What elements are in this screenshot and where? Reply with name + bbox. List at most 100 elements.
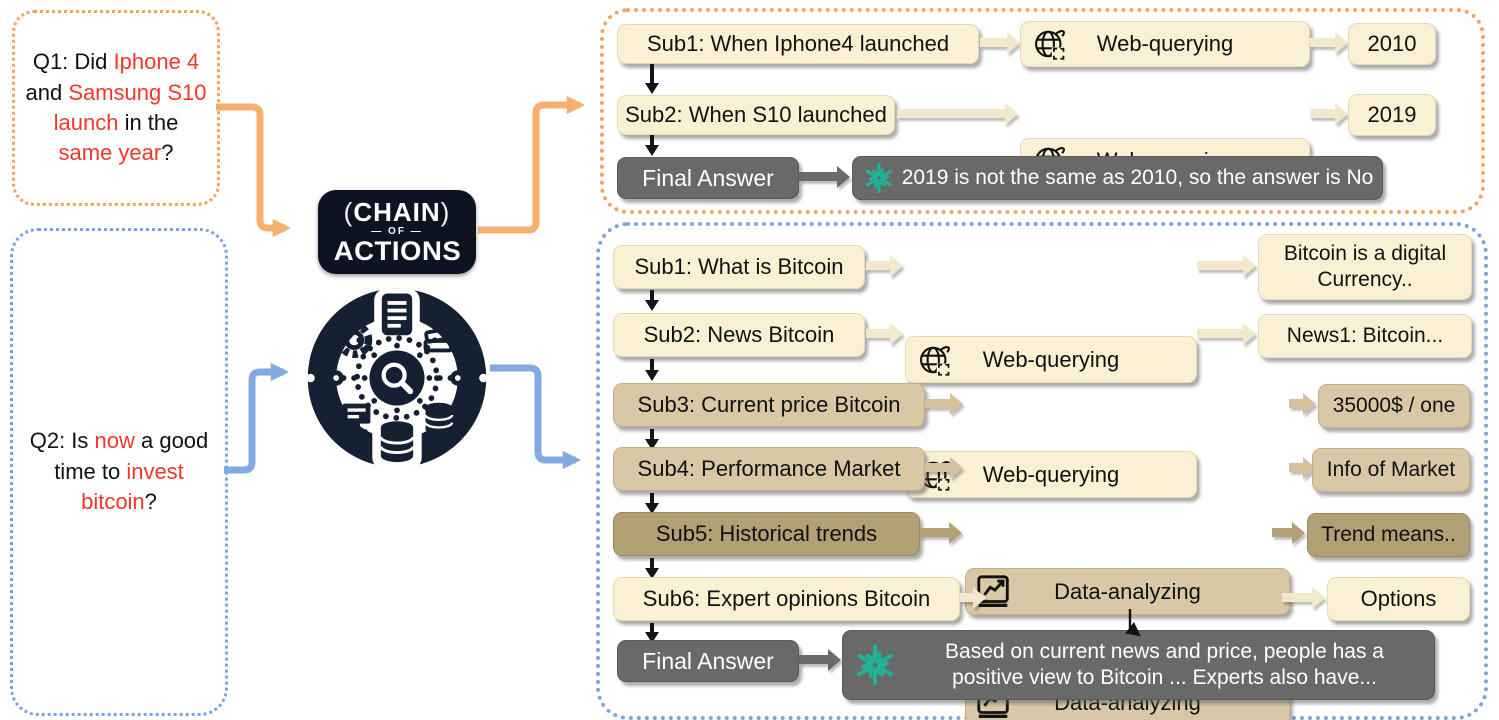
top-result2-box: 2019 — [1348, 94, 1436, 136]
logo-line2: OF — [371, 226, 422, 237]
question2-box: Q2: Is now a good time to invest bitcoin… — [10, 228, 228, 716]
top-final-answer-box: 2019 is not the same as 2010, so the ans… — [852, 156, 1383, 200]
bottom-sub3-box: Sub3: Current price Bitcoin — [613, 383, 925, 427]
flow-arrow — [897, 102, 1018, 125]
bottom-result2-box: News1: Bitcoin... — [1258, 314, 1472, 358]
q2-highlight: now — [94, 428, 135, 454]
coins-icon — [424, 402, 454, 435]
q1-to-logo-arrow — [216, 103, 291, 238]
q2-text: a good — [134, 428, 209, 454]
q2-highlight: invest — [126, 458, 184, 484]
openai-icon — [862, 161, 896, 195]
top-action1-box: Web-querying — [1020, 21, 1310, 67]
q1-line3: launch in the — [54, 108, 179, 138]
result-line: Bitcoin is a digital — [1283, 241, 1447, 265]
flow-arrow — [799, 648, 841, 671]
flow-arrow — [925, 392, 963, 415]
action-label: Web-querying — [982, 346, 1120, 372]
q2-line3: bitcoin? — [81, 487, 157, 517]
q1-highlight: same year — [58, 140, 162, 166]
q2-text: time to — [54, 458, 127, 484]
bottom-sub6-box: Sub6: Expert opinions Bitcoin — [613, 577, 960, 621]
bottom-sub4-box: Sub4: Performance Market — [613, 447, 925, 491]
flow-arrow — [1272, 521, 1305, 544]
q2-line2: time to invest — [54, 457, 184, 487]
flow-arrow — [925, 456, 963, 479]
wheel-to-bottom-panel-arrow — [490, 364, 581, 470]
flow-arrow — [1310, 31, 1348, 54]
q1-highlight: Iphone 4 — [113, 49, 200, 75]
logo-line1: CHAIN — [344, 199, 451, 225]
top-sub1-box: Sub1: When Iphone4 launched — [617, 24, 979, 64]
final-answer-line: Based on current news and price, people … — [945, 639, 1384, 663]
q1-highlight: launch — [53, 110, 119, 135]
down-arrow — [644, 623, 659, 643]
down-arrow — [644, 429, 659, 450]
q1-line1: Q1: Did Iphone 4 — [33, 47, 199, 77]
q1-answer-panel — [600, 8, 1485, 214]
q1-text: Q1: Did — [32, 49, 114, 75]
flow-arrow — [1310, 102, 1348, 125]
top-final-answer-label: Final Answer — [617, 157, 799, 199]
question1-box: Q1: Did Iphone 4 and Samsung S10 launch … — [12, 10, 220, 206]
q2-highlight: bitcoin — [81, 489, 145, 515]
top-sub2-box: Sub2: When S10 launched — [617, 95, 895, 135]
logo-line3: ACTIONS — [333, 236, 461, 266]
flow-arrow — [1289, 392, 1316, 415]
actions-wheel-icon — [306, 288, 488, 470]
bottom-sub5-box: Sub5: Historical trends — [613, 512, 920, 556]
bottom-final-answer-box: Based on current news and price, people … — [842, 630, 1435, 700]
magnifier-icon — [381, 362, 414, 395]
down-arrow — [644, 359, 659, 381]
down-arrow — [644, 135, 659, 156]
flow-arrow — [799, 165, 850, 188]
bottom-result3-box: 35000$ / one — [1318, 384, 1470, 428]
bottom-final-answer-label: Final Answer — [617, 640, 799, 682]
gear-icon — [336, 321, 373, 359]
money-growth-icon — [423, 316, 457, 353]
q1-text: in the — [118, 110, 179, 135]
bottom-result6-box: Options — [1327, 577, 1470, 621]
down-arrow — [644, 558, 659, 579]
bottom-sub2-box: Sub2: News Bitcoin — [613, 313, 865, 357]
final-answer-text: 2019 is not the same as 2010, so the ans… — [901, 166, 1374, 189]
bottom-action2-box: Web-querying — [905, 451, 1197, 498]
flow-arrow — [980, 31, 1020, 54]
bottom-result4-box: Info of Market — [1312, 448, 1470, 492]
q2-text: ? — [144, 489, 157, 515]
bottom-result5-box: Trend means.. — [1307, 513, 1470, 557]
logo-to-top-panel-arrow — [478, 95, 585, 234]
down-arrow — [644, 64, 659, 94]
q1-line4: same year? — [59, 138, 174, 168]
bottom-sub1-box: Sub1: What is Bitcoin — [613, 245, 865, 289]
action-label: Data-analyzing — [1054, 578, 1201, 604]
down-arrow — [644, 290, 659, 311]
flow-arrow — [866, 254, 903, 277]
openai-icon — [852, 642, 898, 688]
flow-arrow — [1197, 322, 1256, 345]
bottom-action3-box: Data-analyzing — [965, 568, 1290, 615]
q2-to-wheel-arrow — [224, 362, 289, 474]
q1-text: ? — [161, 140, 174, 166]
flow-arrow — [1282, 586, 1325, 609]
bottom-result1-box: Bitcoin is a digital Currency.. — [1258, 234, 1472, 300]
down-arrow — [644, 493, 659, 514]
q1-text: and — [25, 79, 69, 105]
monitor-icon — [342, 403, 371, 434]
q1-highlight: Samsung S10 — [68, 79, 207, 105]
chain-of-actions-logo: CHAIN OF ACTIONS — [318, 190, 476, 274]
flow-arrow — [960, 586, 986, 609]
action-label: Web-querying — [982, 461, 1120, 487]
flow-arrow — [920, 521, 962, 544]
flow-arrow — [1197, 254, 1256, 277]
q2-line1: Q2: Is now a good — [30, 426, 209, 456]
result-line: Currency.. — [1317, 268, 1413, 291]
globe-search-icon — [915, 340, 955, 380]
q2-text: Q2: Is — [29, 428, 95, 454]
flow-arrow — [866, 322, 903, 345]
globe-search-icon — [1030, 24, 1070, 64]
final-answer-line: positive view to Bitcoin ... Experts als… — [952, 666, 1377, 689]
q1-line2: and Samsung S10 — [25, 78, 206, 108]
bottom-action1-box: Web-querying — [905, 336, 1197, 383]
